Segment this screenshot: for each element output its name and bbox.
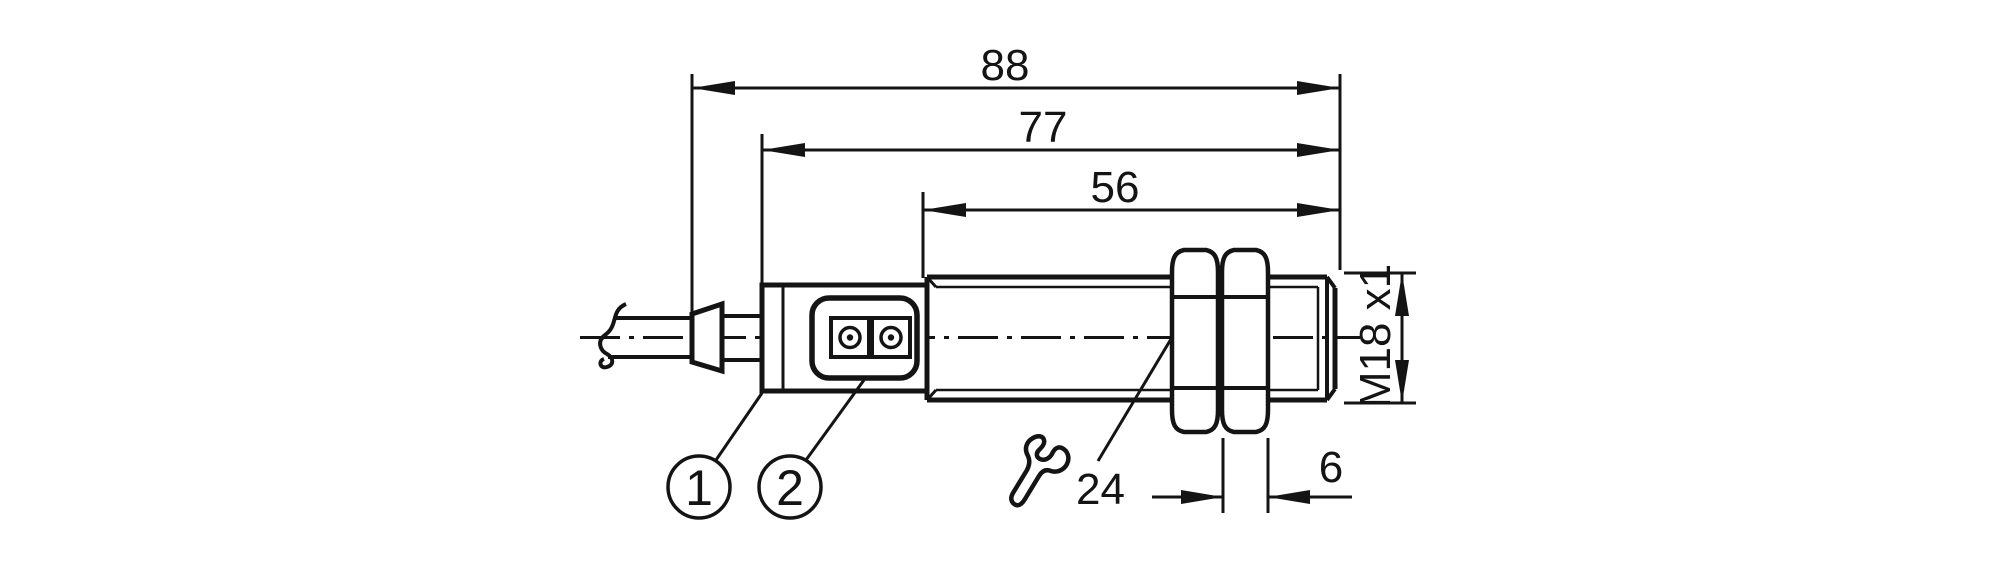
callout-2-circle [757,454,823,520]
hex-nut-2-outline [1219,247,1271,435]
led-2-icon [879,325,903,350]
dimension-thread-length: 56 [921,163,1340,278]
hex-nut-1 [1169,247,1221,435]
arrowhead-left-icon [1268,490,1310,504]
face-chamfer-bottom [1325,387,1337,402]
callout-2: 2 [757,379,866,520]
led-window [809,295,920,381]
led-frame-1 [829,316,871,359]
threaded-barrel [924,274,1176,403]
arrowhead-right-icon [1297,81,1340,95]
led-1-icon [838,325,862,350]
callout-1-number: 1 [685,460,713,516]
callout-1-leader [714,392,764,461]
rear-housing [759,282,930,394]
arrowhead-right-icon [1181,490,1223,504]
dimension-thread-spec: M18 x1 [1344,264,1416,408]
dim-label-77: 77 [1019,103,1068,152]
callout-1-circle [666,454,732,520]
arrowhead-left-icon [923,203,966,217]
cable-break-icon [598,302,627,370]
arrowhead-right-icon [1297,143,1340,157]
wrench-size-label: 24 [1076,465,1125,514]
bend-relief-cone [689,300,725,375]
dim-label-6: 6 [1319,443,1343,492]
hex-nut-2 [1219,247,1271,435]
callout-2-number: 2 [776,460,804,516]
led-1-center-dot [846,334,854,341]
wrench-leader-line [1096,338,1173,462]
wrench-size-callout: 24 [1009,338,1173,514]
wrench-icon [1009,434,1071,508]
gland-stub [722,314,764,362]
dim-label-m18x1: M18 x1 [1351,264,1400,408]
barrel-chamfer-top [925,275,938,289]
face-chamfer-top [1325,275,1337,290]
dimension-overall-length: 88 [690,41,1340,312]
arrowhead-down-icon [1395,360,1409,403]
cable [598,302,694,370]
led-2-center-dot [887,334,895,341]
dimension-body-length: 77 [760,103,1340,286]
led-frame-2 [870,316,912,359]
hex-nut-1-outline [1169,247,1221,435]
arrowhead-left-icon [692,81,735,95]
dim-label-88: 88 [981,41,1030,90]
sensing-face-section [1268,274,1338,403]
dimension-nut-width: 6 [1152,438,1352,513]
arrowhead-up-icon [1395,273,1409,316]
callout-1: 1 [666,392,764,520]
barrel-chamfer-bottom [925,388,938,402]
arrowhead-left-icon [762,143,805,157]
callout-2-leader [804,379,866,461]
dim-label-56: 56 [1091,163,1140,212]
arrowhead-right-icon [1297,203,1340,217]
